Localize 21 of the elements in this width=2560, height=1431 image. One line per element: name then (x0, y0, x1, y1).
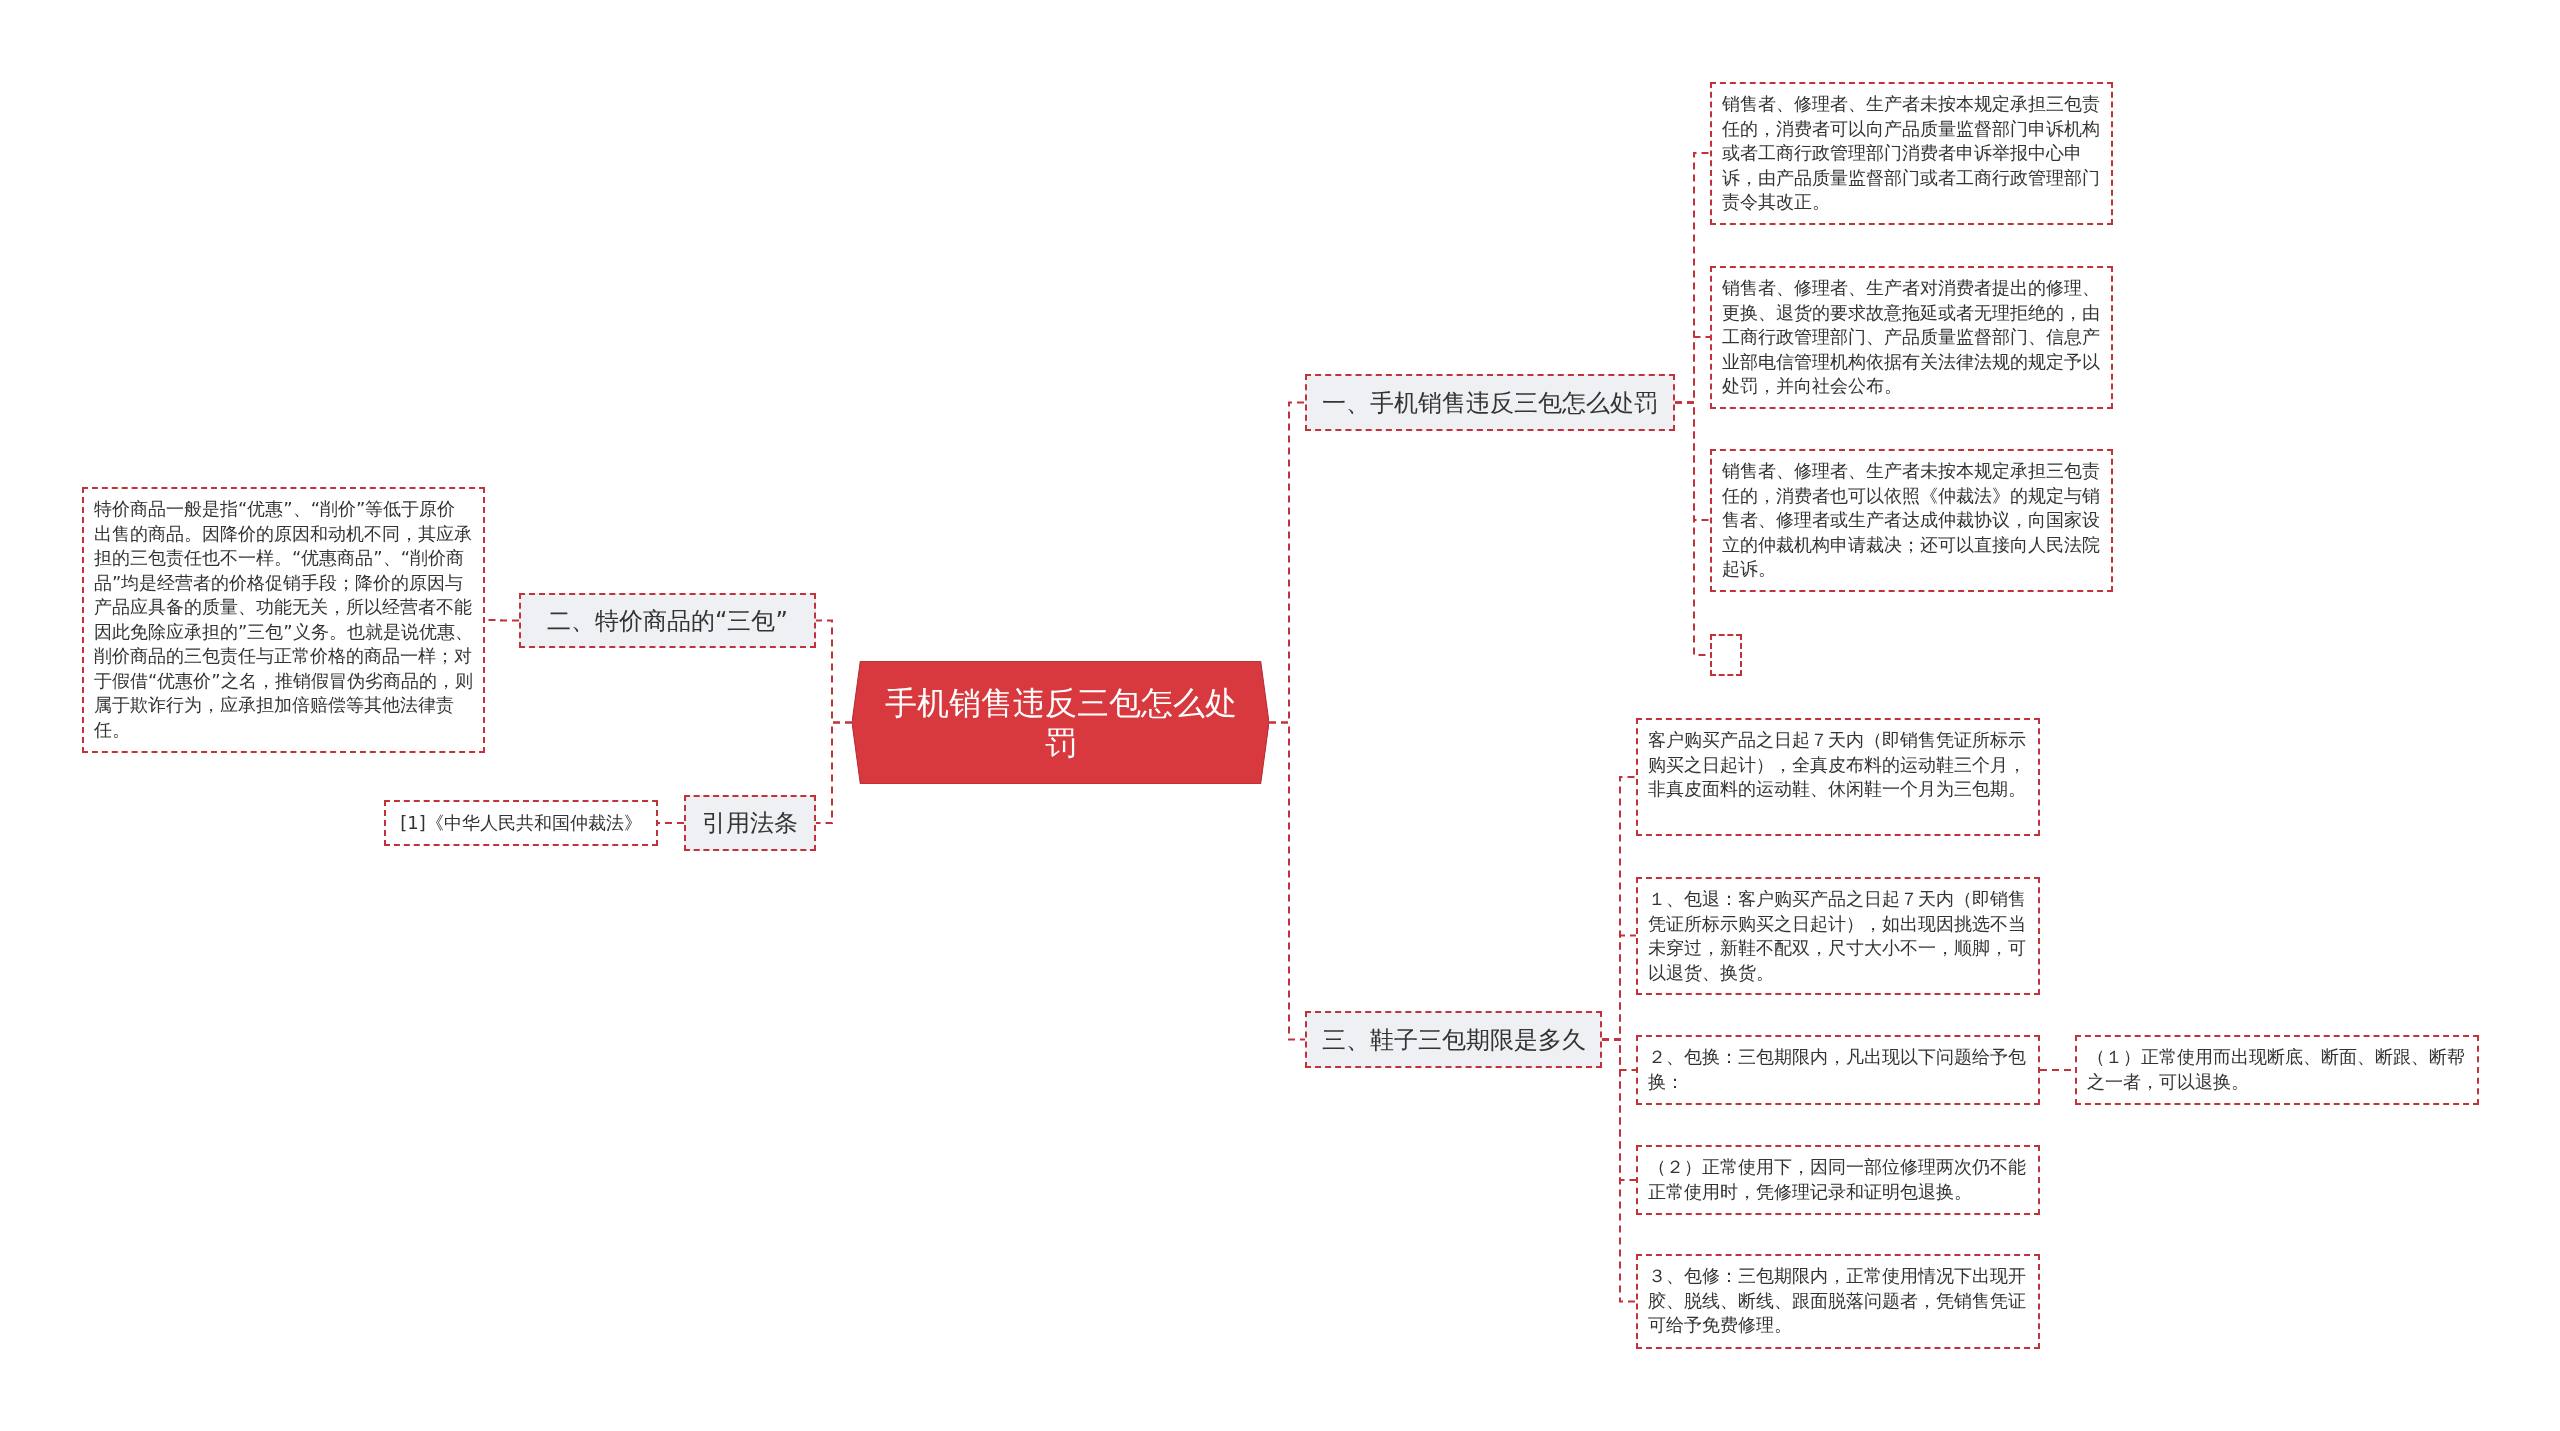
note-box: [1]《中华人民共和国仲裁法》 (384, 800, 658, 846)
topic-box: 三、鞋子三包期限是多久 (1305, 1011, 1602, 1068)
note-box: 销售者、修理者、生产者未按本规定承担三包责任的，消费者可以向产品质量监督部门申诉机构或者工商行政管理部门消费者申诉举报中心申诉，由产品质量监督部门或者工商行政管理部门责令其改正。 (1710, 82, 2113, 225)
note-box: ２、包换：三包期限内，凡出现以下问题给予包换： (1636, 1035, 2040, 1105)
note-box: １、包退：客户购买产品之日起７天内（即销售凭证所标示购买之日起计），如出现因挑选不当未穿过，新鞋不配双，尺寸大小不一，顺脚，可以退货、换货。 (1636, 877, 2040, 995)
topic-box: 引用法条 (684, 795, 816, 851)
connector-line (657, 822, 685, 824)
topic-box: 二、特价商品的“三包” (519, 593, 816, 648)
connector-line (815, 721, 853, 824)
note-box: 销售者、修理者、生产者对消费者提出的修理、更换、退货的要求故意拖延或者无理拒绝的，由工商行政管理部门、产品质量监督部门、信息产业部电信管理机构依据有关法律法规的规定予以处罚，并向社会公布。 (1710, 266, 2113, 409)
topic-box: 一、手机销售违反三包怎么处罚 (1305, 374, 1675, 431)
note-box: 客户购买产品之日起７天内（即销售凭证所标示购买之日起计），全真皮布料的运动鞋三个月，非真皮面料的运动鞋、休闲鞋一个月为三包期。 (1636, 718, 2040, 836)
central-topic: 手机销售违反三包怎么处罚 (852, 661, 1269, 784)
note-box: （２）正常使用下，因同一部位修理两次仍不能正常使用时，凭修理记录和证明包退换。 (1636, 1145, 2040, 1215)
empty-box (1710, 634, 1742, 676)
note-box: ３、包修：三包期限内，正常使用情况下出现开胶、脱线、断线、跟面脱落问题者，凭销售凭证可给予免费修理。 (1636, 1254, 2040, 1349)
connector-line (1268, 721, 1306, 1041)
note-box: 特价商品一般是指“优惠”、“削价”等低于原价出售的商品。因降价的原因和动机不同，其应承担的三包责任也不一样。“优惠商品”、“削价商品”均是经营者的价格促销手段；降价的原因与产品应具备的质量、功能无关，所以经营者不能因此免除应承担的”三包”义务。也就是说优惠、削价商品的三包责任与正常价格的商品一样；对于假借“优惠价”之名，推销假冒伪劣商品的，则属于欺诈行为，应承担加倍赔偿等其他法律责任。 (82, 487, 485, 753)
note-box: 销售者、修理者、生产者未按本规定承担三包责任的，消费者也可以依照《仲裁法》的规定与销售者、修理者或生产者达成仲裁协议，向国家设立的仲裁机构申请裁决；还可以直接向人民法院起诉。 (1710, 449, 2113, 592)
connector-line (1601, 1038, 1637, 1303)
note-box: （１）正常使用而出现断底、断面、断跟、断帮之一者，可以退换。 (2075, 1035, 2479, 1105)
